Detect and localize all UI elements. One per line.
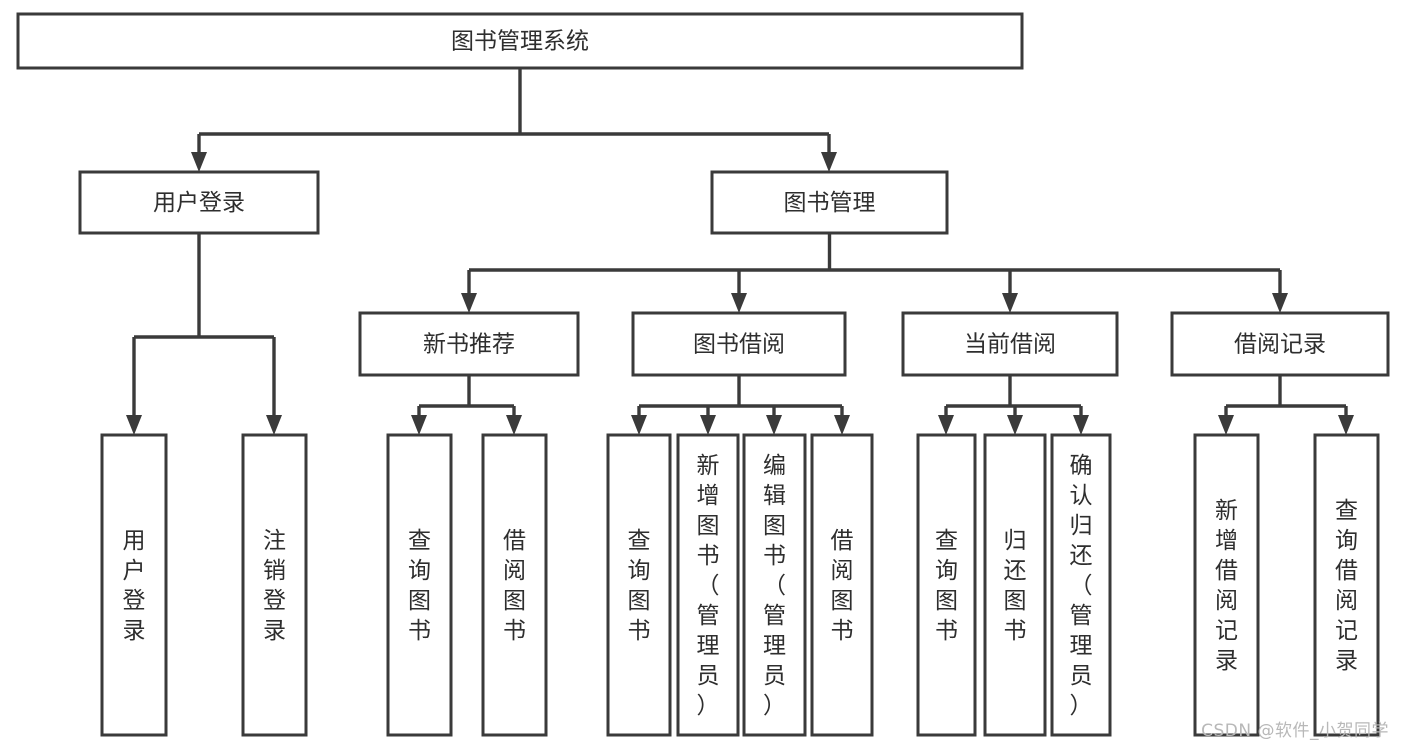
arrow-head-icon — [631, 415, 647, 435]
node-box-leaf-user-login — [100, 433, 168, 737]
node-box-leaf-logout — [241, 433, 308, 737]
node-leaf-query-record[interactable]: 查询借阅记录 — [1313, 433, 1380, 737]
arrow-head-icon — [938, 415, 954, 435]
node-box-leaf-return-book — [983, 433, 1047, 737]
node-label-book-borrow: 图书借阅 — [693, 332, 785, 358]
arrow-head-icon — [411, 415, 427, 435]
node-label-current-borrow: 当前借阅 — [964, 332, 1056, 358]
arrow-head-icon — [191, 152, 207, 172]
arrow-head-icon — [821, 152, 837, 172]
node-leaf-borrow-book-2[interactable]: 借阅图书 — [810, 433, 874, 737]
node-box-leaf-confirm-return — [1050, 433, 1112, 737]
node-layer: 图书管理系统用户登录图书管理新书推荐图书借阅当前借阅借阅记录用户登录注销登录查询… — [16, 12, 1390, 737]
arrow-head-icon — [266, 415, 282, 435]
node-box-leaf-query-book-2 — [606, 433, 672, 737]
node-label-leaf-query-book-1: 查询图书 — [408, 528, 431, 644]
node-box-leaf-query-book-1 — [386, 433, 453, 737]
node-leaf-return-book[interactable]: 归还图书 — [983, 433, 1047, 737]
arrow-head-icon — [1073, 415, 1089, 435]
node-label-leaf-edit-book: 编辑图书（管理员） — [763, 453, 786, 719]
node-root[interactable]: 图书管理系统 — [16, 12, 1024, 70]
node-leaf-query-book-2[interactable]: 查询图书 — [606, 433, 672, 737]
arrow-head-icon — [461, 293, 477, 313]
arrow-head-icon — [1338, 415, 1354, 435]
node-book-borrow[interactable]: 图书借阅 — [631, 311, 847, 377]
node-label-leaf-confirm-return: 确认归还（管理员） — [1070, 453, 1093, 719]
connector-layer — [126, 68, 1354, 435]
node-leaf-edit-book[interactable]: 编辑图书（管理员） — [742, 433, 807, 737]
node-label-leaf-user-login: 用户登录 — [123, 528, 146, 644]
node-book-manage[interactable]: 图书管理 — [710, 170, 949, 235]
node-leaf-add-book[interactable]: 新增图书（管理员） — [676, 433, 740, 737]
node-box-leaf-borrow-book-2 — [810, 433, 874, 737]
node-leaf-query-book-1[interactable]: 查询图书 — [386, 433, 453, 737]
node-label-leaf-query-book-2: 查询图书 — [628, 528, 651, 644]
node-box-new-book-rec — [358, 311, 580, 377]
arrow-head-icon — [126, 415, 142, 435]
node-leaf-borrow-book-1[interactable]: 借阅图书 — [481, 433, 548, 737]
node-box-book-manage — [710, 170, 949, 235]
node-label-leaf-query-book-3: 查询图书 — [935, 528, 958, 644]
node-leaf-user-login[interactable]: 用户登录 — [100, 433, 168, 737]
node-box-user-login — [78, 170, 320, 235]
arrow-head-icon — [700, 415, 716, 435]
arrow-head-icon — [834, 415, 850, 435]
node-borrow-record[interactable]: 借阅记录 — [1170, 311, 1390, 377]
arrow-head-icon — [1007, 415, 1023, 435]
node-leaf-confirm-return[interactable]: 确认归还（管理员） — [1050, 433, 1112, 737]
node-box-leaf-borrow-book-1 — [481, 433, 548, 737]
node-current-borrow[interactable]: 当前借阅 — [901, 311, 1119, 377]
node-label-leaf-logout: 注销登录 — [263, 528, 286, 644]
node-box-leaf-query-record — [1313, 433, 1380, 737]
node-label-leaf-return-book: 归还图书 — [1004, 528, 1027, 644]
node-box-current-borrow — [901, 311, 1119, 377]
arrow-head-icon — [1218, 415, 1234, 435]
node-label-root: 图书管理系统 — [451, 29, 589, 55]
node-label-leaf-add-record: 新增借阅记录 — [1215, 498, 1238, 674]
node-leaf-logout[interactable]: 注销登录 — [241, 433, 308, 737]
node-user-login[interactable]: 用户登录 — [78, 170, 320, 235]
node-box-borrow-record — [1170, 311, 1390, 377]
node-label-leaf-add-book: 新增图书（管理员） — [697, 453, 720, 719]
node-box-root — [16, 12, 1024, 70]
arrow-head-icon — [731, 293, 747, 313]
node-box-leaf-edit-book — [742, 433, 807, 737]
node-label-borrow-record: 借阅记录 — [1234, 332, 1326, 358]
node-leaf-add-record[interactable]: 新增借阅记录 — [1193, 433, 1260, 737]
node-box-leaf-add-book — [676, 433, 740, 737]
node-box-leaf-add-record — [1193, 433, 1260, 737]
node-leaf-query-book-3[interactable]: 查询图书 — [916, 433, 977, 737]
arrow-head-icon — [506, 415, 522, 435]
node-new-book-rec[interactable]: 新书推荐 — [358, 311, 580, 377]
node-label-leaf-borrow-book-2: 借阅图书 — [831, 528, 854, 644]
node-label-leaf-query-record: 查询借阅记录 — [1335, 498, 1358, 674]
node-label-new-book-rec: 新书推荐 — [423, 332, 515, 358]
node-label-book-manage: 图书管理 — [784, 190, 876, 216]
node-box-book-borrow — [631, 311, 847, 377]
arrow-head-icon — [1272, 293, 1288, 313]
node-box-leaf-query-book-3 — [916, 433, 977, 737]
node-label-leaf-borrow-book-1: 借阅图书 — [503, 528, 526, 644]
arrow-head-icon — [1002, 293, 1018, 313]
arrow-head-icon — [766, 415, 782, 435]
node-label-user-login: 用户登录 — [153, 190, 245, 216]
